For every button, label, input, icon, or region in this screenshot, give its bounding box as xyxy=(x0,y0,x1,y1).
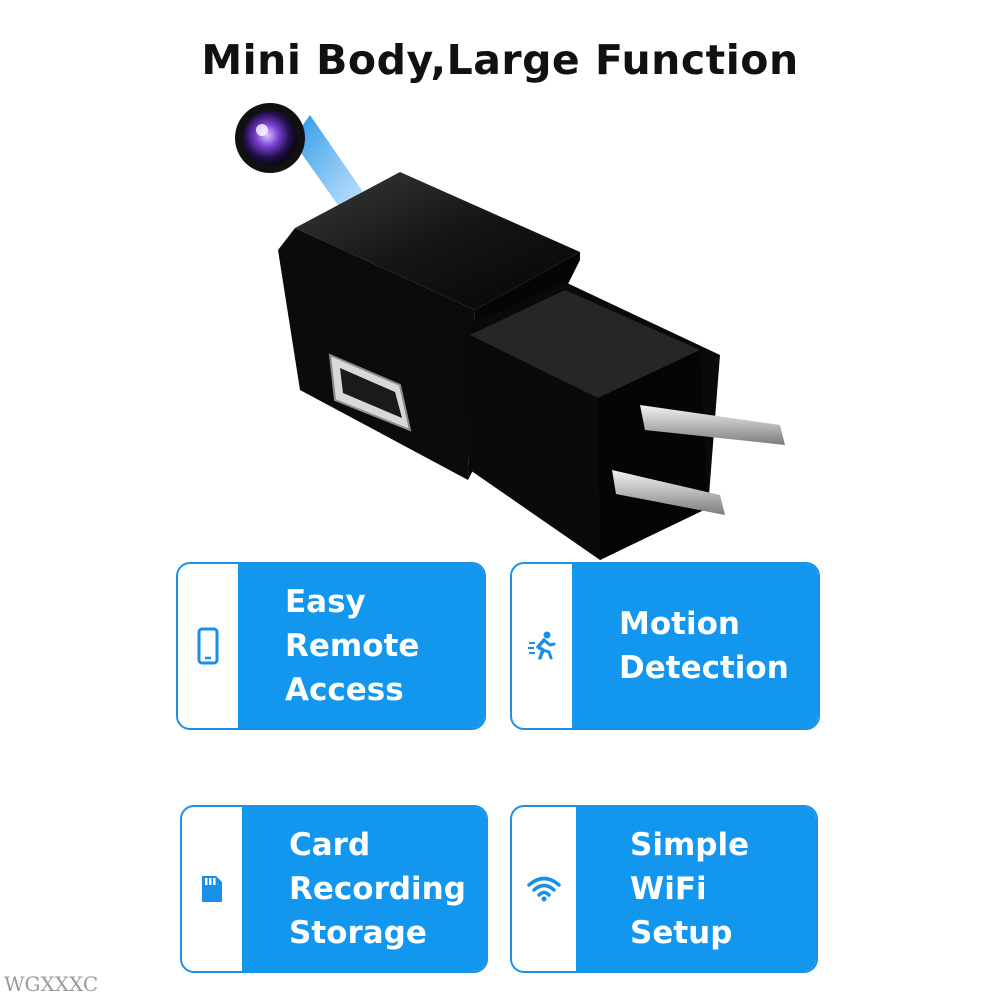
running-person-icon xyxy=(512,564,572,728)
feature-panel: Card Recording Storage xyxy=(242,807,486,971)
feature-panel: Motion Detection xyxy=(572,564,818,728)
watermark: WGXXXC xyxy=(4,972,99,996)
feature-card-card-storage: Card Recording Storage xyxy=(180,805,488,973)
feature-card-wifi-setup: Simple WiFi Setup xyxy=(510,805,818,973)
wifi-icon xyxy=(512,807,576,971)
feature-label: Easy Remote Access xyxy=(285,584,420,708)
charger-device xyxy=(278,172,785,560)
feature-panel: Simple WiFi Setup xyxy=(576,807,816,971)
camera-lens-icon xyxy=(235,103,370,215)
sd-card-icon xyxy=(182,807,242,971)
feature-label: Motion Detection xyxy=(619,606,789,686)
smartphone-icon xyxy=(178,564,238,728)
headline: Mini Body,Large Function xyxy=(201,36,799,84)
feature-card-remote-access: Easy Remote Access xyxy=(176,562,486,730)
feature-label: Card Recording Storage xyxy=(289,827,466,951)
feature-panel: Easy Remote Access xyxy=(238,564,484,728)
feature-label: Simple WiFi Setup xyxy=(630,827,750,951)
product-image xyxy=(235,103,785,560)
feature-card-motion-detection: Motion Detection xyxy=(510,562,820,730)
